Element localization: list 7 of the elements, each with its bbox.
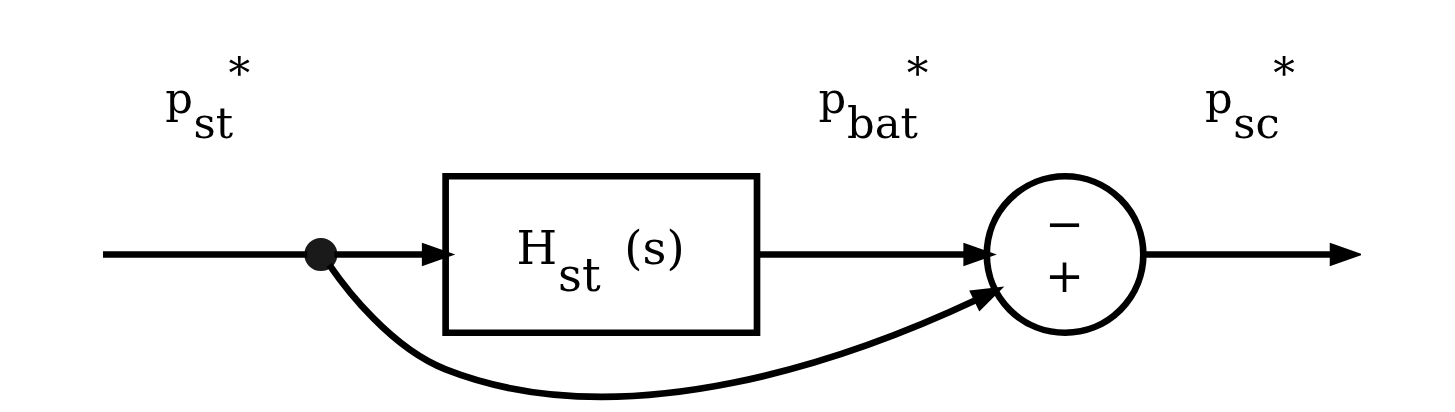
- connector: [102, 251, 307, 258]
- arrow: [333, 242, 455, 267]
- node-circle: − +: [982, 172, 1147, 337]
- node-circle: [303, 238, 337, 271]
- arrow: [757, 242, 997, 267]
- arrow: [326, 262, 1004, 400]
- arrow: [1143, 242, 1361, 267]
